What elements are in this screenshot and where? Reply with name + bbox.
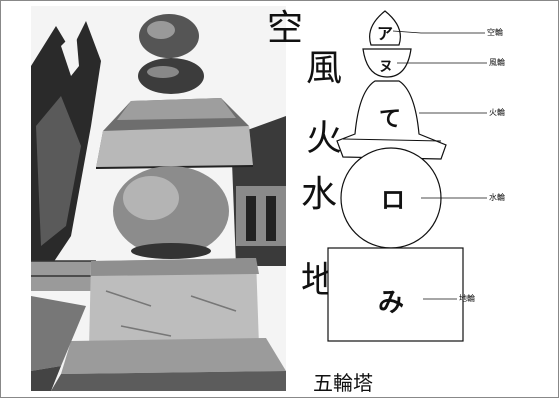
hi-seed-syllable: て bbox=[379, 106, 401, 132]
sora-ring-label: 空輪 bbox=[487, 28, 503, 37]
element-mizu-label: 水 bbox=[301, 174, 338, 215]
kaze-ring-label: 風輪 bbox=[489, 58, 505, 67]
element-kaze-label: 風 bbox=[306, 48, 343, 89]
kaze-seed-syllable: ヌ bbox=[379, 59, 393, 75]
sora-ring-shape bbox=[369, 10, 401, 46]
element-sora-label: 空 bbox=[267, 8, 304, 49]
mizu-ring-label: 水輪 bbox=[489, 193, 505, 202]
chi-ring-label: 地輪 bbox=[459, 294, 475, 303]
chi-seed-syllable: み bbox=[378, 288, 404, 318]
hi-ring-label: 火輪 bbox=[489, 108, 505, 117]
caption: 五輪塔 bbox=[313, 371, 373, 395]
sora-seed-syllable: ア bbox=[377, 24, 393, 43]
element-hi-label: 火 bbox=[306, 118, 343, 159]
gorinto-diagram: ア ヌ て ロ み bbox=[327, 10, 487, 342]
gorinto-photo bbox=[31, 6, 286, 391]
chi-ring-shape bbox=[327, 247, 464, 342]
kaze-ring-shape bbox=[362, 48, 412, 78]
mizu-seed-syllable: ロ bbox=[381, 185, 405, 214]
